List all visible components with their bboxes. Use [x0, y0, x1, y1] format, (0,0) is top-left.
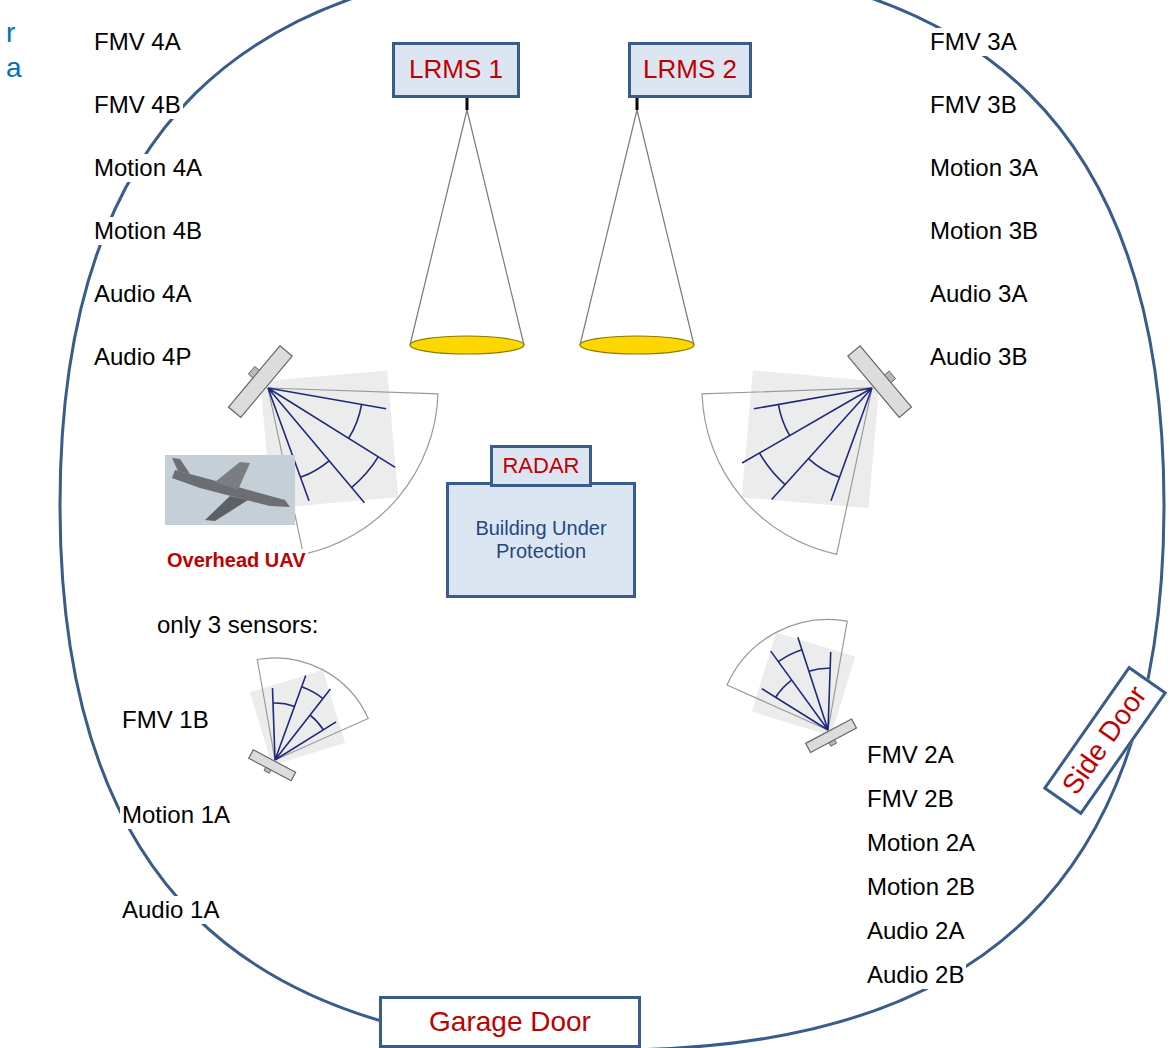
- sensor-label: FMV 4B: [92, 91, 183, 119]
- sensor-label: FMV 1B: [120, 706, 211, 734]
- sensor-label: Motion 3B: [928, 217, 1040, 245]
- radar-box: RADAR: [490, 445, 592, 487]
- lrms-spot: [410, 336, 524, 354]
- sensor-label: Audio 2A: [865, 917, 966, 945]
- sensor-array: [182, 292, 465, 577]
- sensor-label: Audio 1A: [120, 896, 221, 924]
- uav-sky: [165, 455, 295, 525]
- building-box: Building Under Protection: [446, 482, 636, 598]
- sensor-label: FMV 3B: [928, 91, 1019, 119]
- sensor-box: LRMS 1: [392, 42, 520, 98]
- sensor-box: LRMS 2: [628, 42, 752, 98]
- sensor-label: Motion 3A: [928, 154, 1040, 182]
- sensor-label: FMV 4A: [92, 28, 183, 56]
- sensor-label: Motion 4B: [92, 217, 204, 245]
- sensor-label: FMV 3A: [928, 28, 1019, 56]
- lrms-mount: [466, 98, 469, 110]
- uav-photo: [165, 455, 295, 525]
- door-box: Side Door: [1043, 665, 1168, 815]
- sensor-label: Motion 2A: [865, 829, 977, 857]
- uav-tail: [172, 458, 190, 474]
- node-text: Side Door: [1056, 680, 1154, 800]
- lrms-beam: [410, 110, 524, 345]
- note-text: only 3 sensors:: [155, 611, 320, 639]
- lrms-mount: [636, 98, 639, 110]
- node-text: Garage Door: [429, 1006, 591, 1038]
- sensor-label: FMV 2B: [865, 785, 956, 813]
- node-text: LRMS 2: [643, 55, 737, 85]
- door-box: Garage Door: [379, 996, 641, 1048]
- node-text: LRMS 1: [409, 55, 503, 85]
- sensor-label: a: [4, 52, 24, 84]
- sensor-label: FMV 2A: [865, 741, 956, 769]
- sensor-array: [674, 292, 957, 577]
- sensor-label: Audio 4A: [92, 280, 193, 308]
- sensor-label: Motion 4A: [92, 154, 204, 182]
- sensor-label: Audio 3A: [928, 280, 1029, 308]
- sensor-label: Motion 2B: [865, 873, 977, 901]
- node-text: RADAR: [502, 453, 579, 478]
- image-caption: Overhead UAV: [165, 549, 308, 572]
- uav-wing: [205, 496, 248, 521]
- perimeter-circle: [60, 0, 1164, 1048]
- lrms-beam: [580, 110, 694, 345]
- lrms-spot: [580, 336, 694, 354]
- sensor-label: Audio 2B: [865, 961, 966, 989]
- sensor-label: r: [4, 17, 17, 49]
- sensor-label: Audio 3B: [928, 343, 1029, 371]
- uav-wing: [215, 462, 250, 490]
- sensor-array: [213, 640, 379, 802]
- sensor-label: Audio 4P: [92, 343, 193, 371]
- sensor-label: Motion 1A: [120, 801, 232, 829]
- node-text: Building Under Protection: [461, 517, 621, 563]
